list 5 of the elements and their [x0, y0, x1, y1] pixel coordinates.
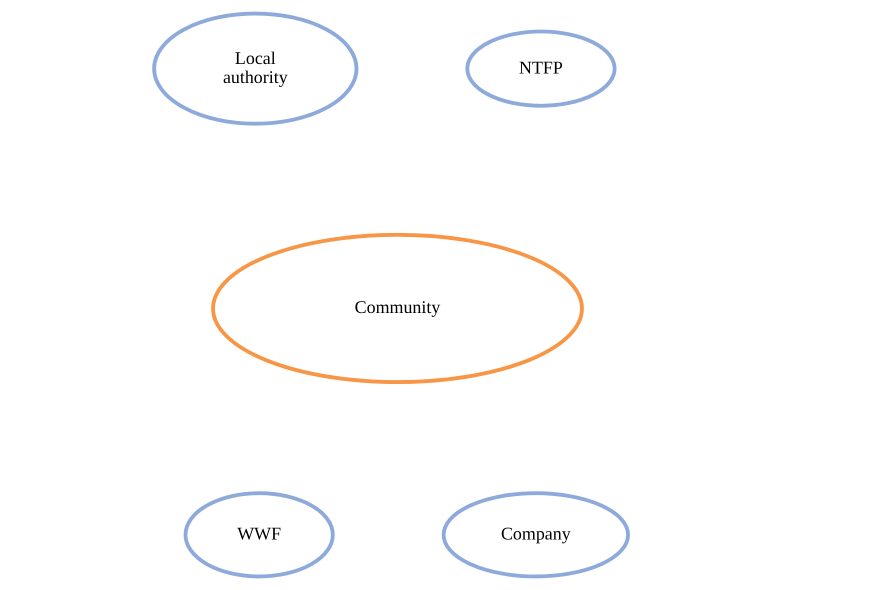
node-ellipse: WWF [184, 491, 335, 578]
node-ellipse: Community [211, 232, 584, 384]
node-ellipse: NTFP [465, 30, 617, 108]
node-ellipse: Local authority [152, 12, 358, 126]
node-ellipse: Company [442, 491, 630, 578]
